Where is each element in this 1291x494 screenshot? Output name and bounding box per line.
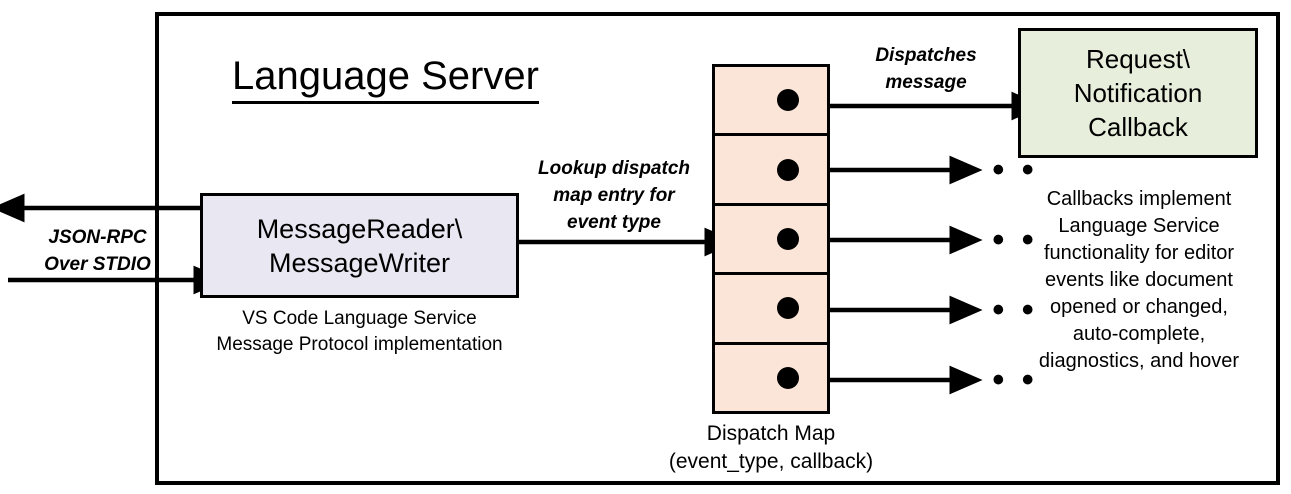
message-reader-writer-box[interactable]: MessageReader\ MessageWriter — [200, 193, 519, 298]
callback-caption: Callbacks implement Language Service fun… — [1008, 186, 1270, 375]
dispatch-map-row[interactable] — [715, 136, 827, 206]
dispatch-map-table[interactable] — [712, 64, 830, 414]
message-reader-writer-caption-line-1: VS Code Language Service — [242, 308, 477, 329]
callback-dot-icon — [777, 366, 799, 389]
message-reader-writer-caption: VS Code Language Service Message Protoco… — [200, 306, 519, 358]
dispatch-map-row[interactable] — [715, 206, 827, 276]
callback-caption-line-3: functionality for editor — [1043, 242, 1235, 264]
lookup-label-line-3: event type — [567, 212, 661, 233]
page-title: Language Server — [232, 52, 539, 104]
callback-dot-icon — [777, 228, 799, 251]
lookup-label-line-1: Lookup dispatch — [538, 158, 690, 179]
ellipsis-row-2: • • • — [963, 151, 1038, 189]
lookup-dispatch-label: Lookup dispatch map entry for event type — [519, 155, 709, 236]
dispatches-message-line-2: message — [885, 72, 967, 93]
message-reader-writer-caption-line-2: Message Protocol implementation — [216, 334, 503, 355]
lookup-label-line-2: map entry for — [553, 185, 675, 206]
jsonrpc-label-line-2: Over STDIO — [44, 254, 151, 275]
dispatch-map-caption: Dispatch Map (event_type, callback) — [640, 420, 902, 476]
dispatch-map-caption-line-1: Dispatch Map — [706, 422, 836, 445]
dispatches-message-label: Dispatches message — [836, 42, 1016, 96]
callback-dot-icon — [777, 89, 799, 112]
message-reader-writer-line-1: MessageReader\ — [256, 213, 463, 244]
dispatch-map-caption-line-2: (event_type, callback) — [668, 450, 874, 473]
dispatch-map-row[interactable] — [715, 67, 827, 137]
callback-caption-line-2: Language Service — [1058, 215, 1220, 237]
callback-box-line-3: Callback — [1088, 112, 1188, 142]
callback-box-line-2: Notification — [1073, 78, 1203, 108]
callback-dot-icon — [777, 297, 799, 320]
callback-caption-line-5: opened or changed, — [1050, 296, 1228, 318]
callback-dot-icon — [777, 158, 799, 181]
callback-caption-line-1: Callbacks implement — [1046, 188, 1232, 210]
dispatch-map-row[interactable] — [715, 275, 827, 345]
dispatches-message-line-1: Dispatches — [875, 45, 977, 66]
jsonrpc-label-line-1: JSON-RPC — [48, 227, 147, 248]
jsonrpc-transport-label: JSON-RPC Over STDIO — [30, 224, 165, 278]
message-reader-writer-line-2: MessageWriter — [268, 247, 451, 278]
callback-caption-line-4: events like document — [1045, 269, 1233, 291]
callback-caption-line-7: diagnostics, and hover — [1038, 350, 1240, 372]
callback-caption-line-6: auto-complete, — [1072, 323, 1206, 345]
callback-box-line-1: Request\ — [1085, 44, 1191, 74]
request-notification-callback-box[interactable]: Request\ Notification Callback — [1018, 28, 1258, 158]
language-server-boundary — [155, 12, 1280, 485]
dispatch-map-row[interactable] — [715, 345, 827, 411]
